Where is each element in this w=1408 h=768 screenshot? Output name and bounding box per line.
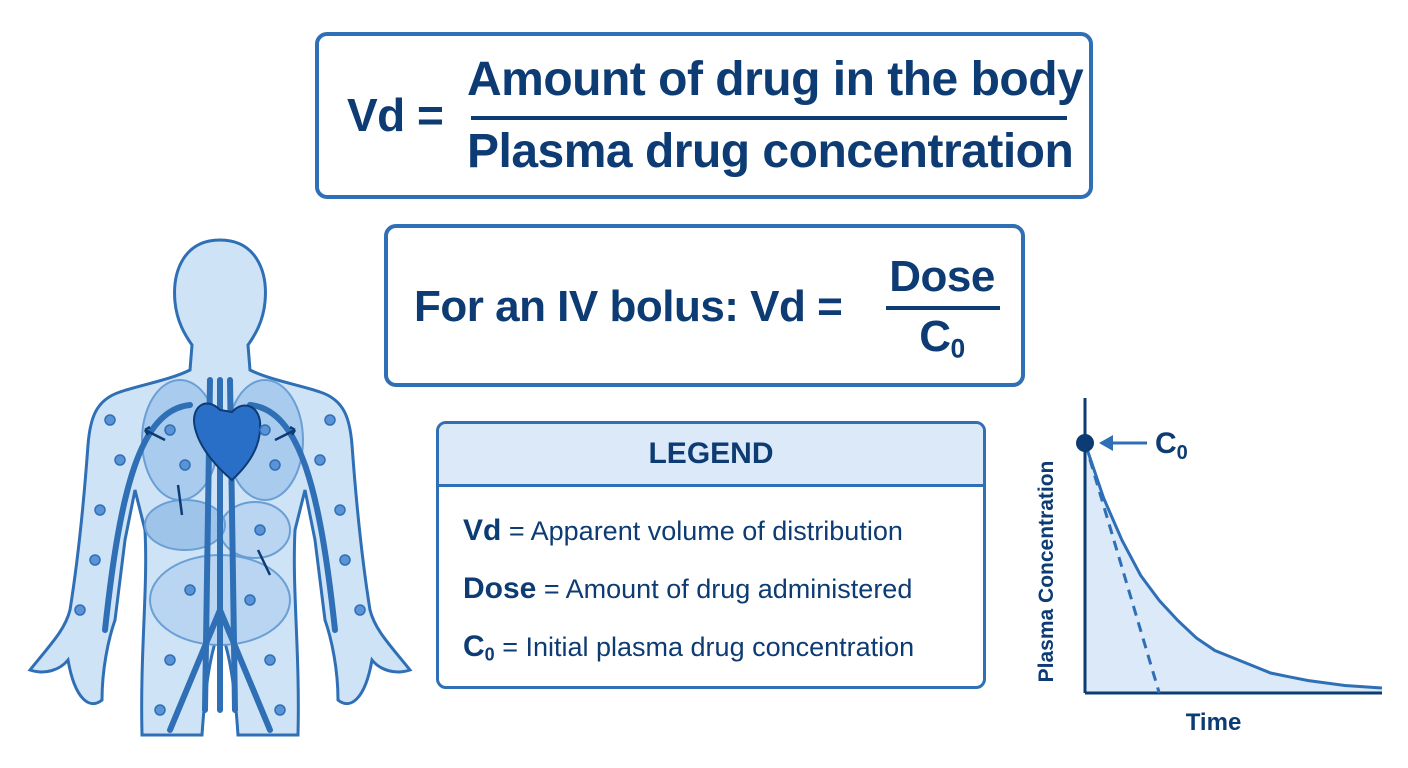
series-line-concentration: [1083, 442, 1383, 690]
c0-annotation-base: C: [1155, 427, 1177, 460]
legend-term: Vd: [463, 514, 502, 547]
liver: [144, 499, 226, 551]
legend-definition: = Apparent volume of distribution: [508, 516, 903, 546]
legend-panel: LEGEND Vd = Apparent volume of distribut…: [436, 421, 986, 689]
legend-item-c0: C0 = Initial plasma drug concentration: [463, 630, 914, 666]
main-formula-box: Vd = Amount of drug in the body Plasma d…: [315, 32, 1093, 199]
drug-particles: [74, 414, 366, 716]
diffusion-arrows: [143, 425, 297, 576]
legend-item-dose: Dose = Amount of drug administered: [463, 572, 912, 606]
c0-arrowhead: [1099, 435, 1113, 451]
legend-definition: = Amount of drug administered: [543, 574, 913, 604]
legend-term-sub: 0: [484, 644, 495, 665]
blood-vessels: [102, 377, 338, 733]
legend-term: C0: [463, 630, 495, 665]
iv-formula-denominator-base: C: [919, 312, 951, 361]
iv-formula-fraction-bar: [886, 306, 1000, 310]
c0-annotation: C0: [1155, 427, 1188, 464]
iv-formula-denominator-sub: 0: [950, 333, 966, 364]
curve-area-fill: [1085, 443, 1382, 693]
y-axis-label: Plasma Concentration: [1035, 461, 1058, 683]
main-formula-numerator: Amount of drug in the body: [467, 53, 1084, 106]
iv-formula-denominator: C0: [882, 312, 1002, 365]
legend-title: LEGEND: [439, 424, 983, 487]
legend-term-base: C: [463, 630, 485, 663]
extrapolation-line: [1083, 442, 1161, 694]
c0-point: [1076, 434, 1094, 452]
main-formula-fraction-bar: [471, 116, 1067, 120]
iv-formula-numerator: Dose: [889, 252, 995, 301]
iv-formula-lhs: For an IV bolus: Vd =: [414, 282, 843, 331]
main-formula-denominator: Plasma drug concentration: [467, 125, 1074, 178]
legend-definition: = Initial plasma drug concentration: [502, 632, 915, 662]
x-axis-label: Time: [1186, 709, 1242, 736]
legend-term: Dose: [463, 572, 537, 605]
iv-bolus-formula-box: For an IV bolus: Vd = Dose C0: [384, 224, 1025, 387]
legend-item-vd: Vd = Apparent volume of distribution: [463, 514, 903, 548]
heart-icon: [193, 402, 262, 482]
concentration-time-chart: C0 Time Plasma Concentration: [1035, 398, 1383, 736]
main-formula-lhs: Vd =: [347, 89, 444, 141]
human-body-illustration: [27, 238, 413, 737]
c0-annotation-sub: 0: [1177, 442, 1188, 464]
